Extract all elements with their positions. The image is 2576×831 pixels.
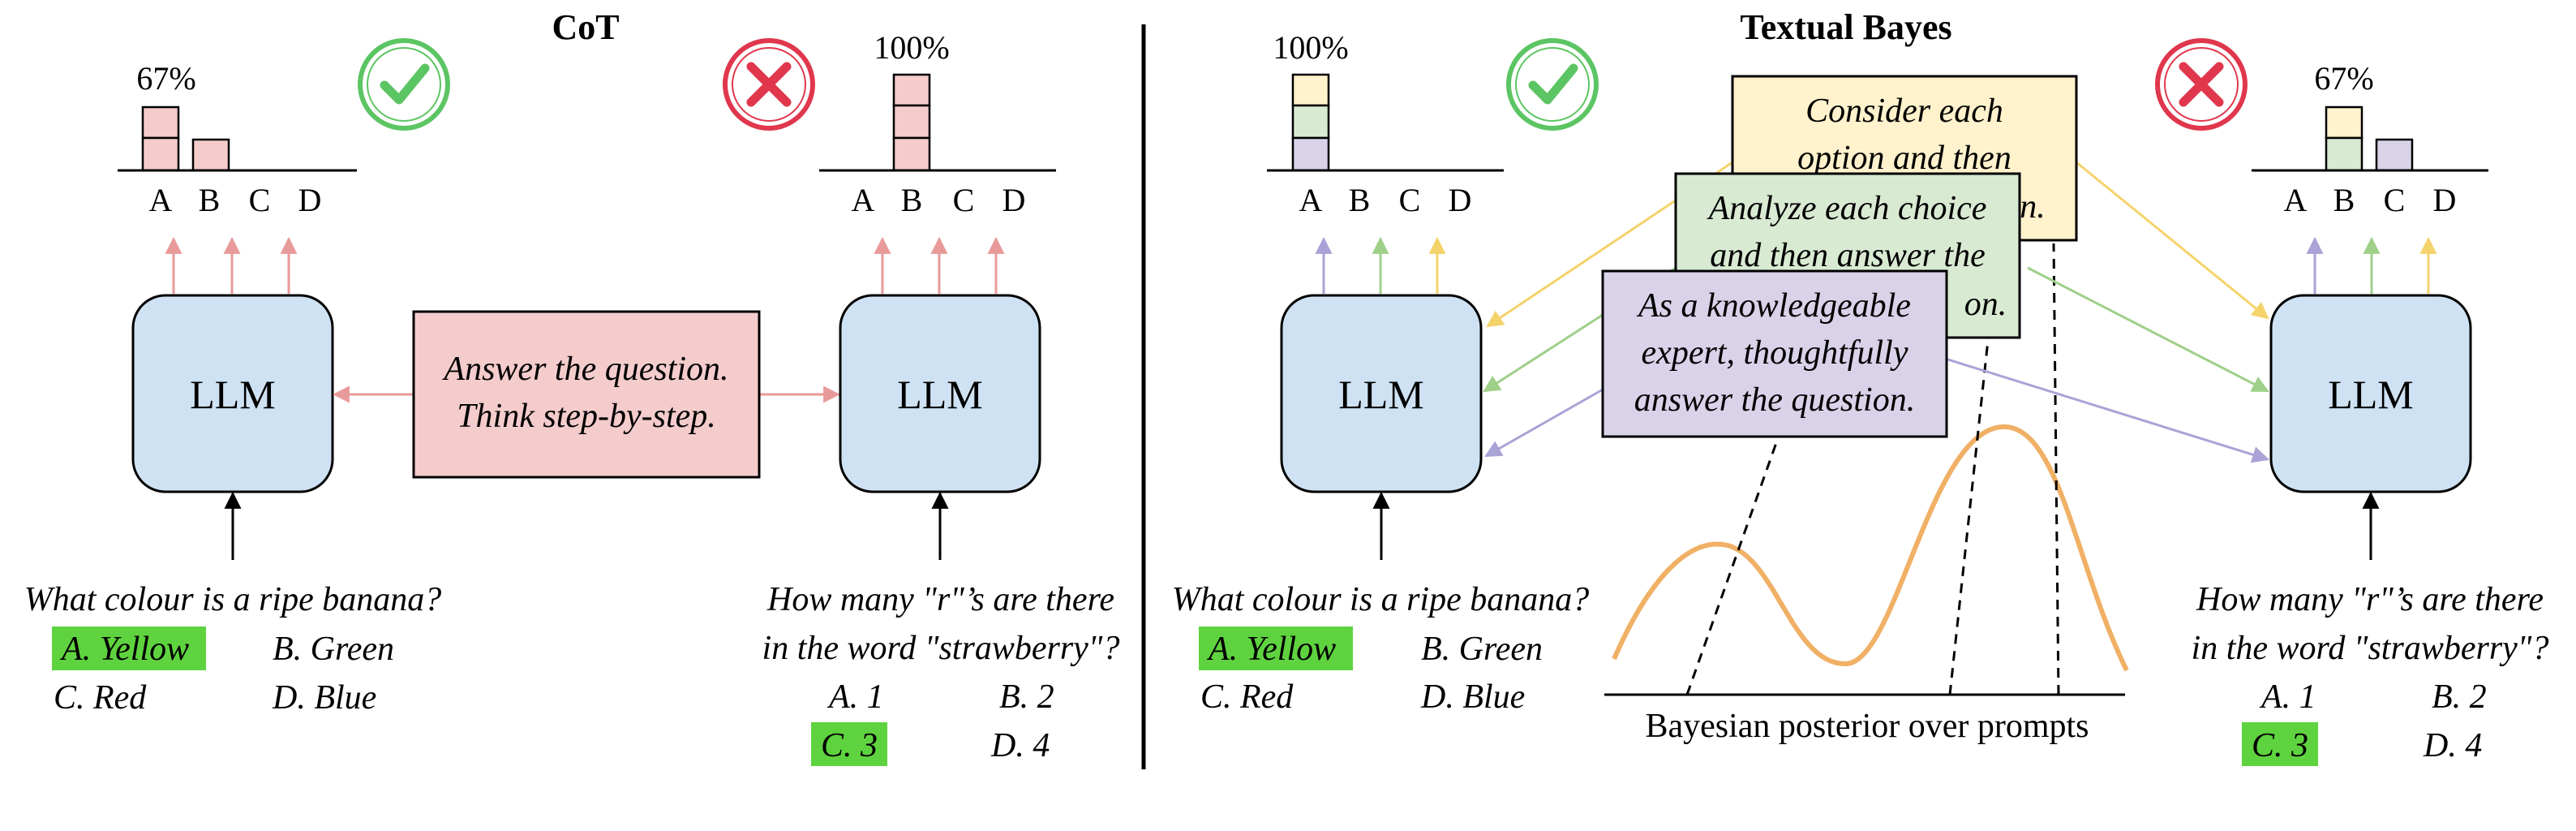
axis-label: A [1299,182,1323,218]
correct-answer-highlight [2242,722,2318,766]
sample-line [1685,437,1780,695]
question-text: in the word "strawberry"? [762,630,1120,667]
option-a: A. 1 [2259,678,2316,716]
cot-prompt-box [412,310,761,479]
option-d: D. Blue [272,679,376,717]
tb-right-output-arrows [2306,236,2437,294]
axis-label: B [1349,182,1371,218]
option-b: B. 2 [2432,678,2487,716]
prompt-line: n. [2020,188,2046,226]
option-c: C. 3 [821,727,878,764]
axis-label: D [1002,182,1026,218]
check-icon [1506,38,1599,131]
option-b: B. 2 [999,678,1054,716]
tb-left-question: What colour is a ripe banana? A. Yellow … [1172,581,1589,716]
sample-line [1948,332,1990,695]
axis-label: C [1399,182,1421,218]
tb-right-histogram: 67% A B C D [2252,60,2488,218]
option-d: D. Blue [1420,678,1525,716]
prompt-line: and then answer the [1710,237,1985,274]
correct-answer-highlight [52,626,206,670]
axis-label: B [901,182,923,218]
cot-title: CoT [552,7,619,47]
tb-left-histogram: 100% A B C D [1267,29,1504,218]
tb-right-question: How many "r"’s are there in the word "st… [2192,581,2549,766]
correct-answer-highlight [1199,626,1353,670]
option-a: A. Yellow [1206,631,1336,668]
option-d: D. 4 [2423,727,2482,764]
tb-left-output-arrows [1315,236,1446,294]
option-a: A. 1 [826,678,884,716]
axis-label: B [199,182,221,218]
question-text: in the word "strawberry"? [2192,630,2549,667]
llm-label: LLM [897,372,983,417]
option-c: C. Red [1200,678,1294,716]
axis-label: A [149,182,173,218]
option-d: D. 4 [990,727,1050,764]
llm-label: LLM [1338,372,1424,417]
cot-right-output-arrows [874,236,1005,294]
cot-left-question: What colour is a ripe banana? A. Yellow … [24,581,441,717]
sample-line [2052,243,2060,695]
question-text: What colour is a ripe banana? [1172,581,1589,618]
option-c: C. Red [54,679,147,717]
cot-left-histogram: 67% A B C D [118,60,357,218]
axis-label: D [2433,182,2457,218]
posterior-plot: Bayesian posterior over prompts [1604,243,2129,745]
prompt-line: option and then [1797,140,2011,177]
prompt-line: Analyze each choice [1707,190,1987,227]
axis-label: B [2333,182,2355,218]
question-text: How many "r"’s are there [2196,581,2544,618]
histogram-percent-label: 67% [136,60,195,97]
llm-label: LLM [190,372,276,417]
histogram-percent-label: 100% [1273,29,1348,66]
cot-right-question: How many "r"’s are there in the word "st… [762,581,1120,766]
option-b: B. Green [273,631,394,668]
axis-label: A [852,182,875,218]
axis-label: C [953,182,975,218]
histogram-percent-label: 67% [2314,60,2373,97]
llm-label: LLM [2328,372,2414,417]
cot-prompt-line: Answer the question. [441,351,728,388]
cot-prompt-line: Think step-by-step. [457,398,716,435]
check-icon [358,38,450,131]
textual-bayes-title: Textual Bayes [1740,7,1951,47]
histogram-percent-label: 100% [874,29,949,66]
axis-label: C [2384,182,2406,218]
cot-left-output-arrows [165,236,298,294]
posterior-curve [1612,424,2129,672]
cross-icon [2155,38,2248,131]
cot-right-histogram: 100% A B C D [819,29,1056,218]
axis-label: D [1449,182,1472,218]
prompt-line: As a knowledgeable [1636,287,1911,325]
option-c: C. 3 [2252,727,2308,764]
cross-icon [723,38,815,131]
question-text: What colour is a ripe banana? [24,581,441,618]
posterior-label: Bayesian posterior over prompts [1645,708,2089,745]
axis-label: D [298,182,322,218]
prompt-line: answer the question. [1634,381,1915,419]
option-b: B. Green [1421,631,1543,668]
prompt-line: expert, thoughtfully [1642,334,1908,372]
option-a: A. Yellow [59,631,189,668]
question-text: How many "r"’s are there [766,581,1114,618]
prompt-line: Consider each [1805,93,2003,130]
prompt-line: on. [1964,286,2007,323]
prompt-card-purple: As a knowledgeable expert, thoughtfully … [1601,269,1948,438]
correct-answer-highlight [811,722,887,766]
axis-label: C [249,182,271,218]
axis-label: A [2284,182,2308,218]
